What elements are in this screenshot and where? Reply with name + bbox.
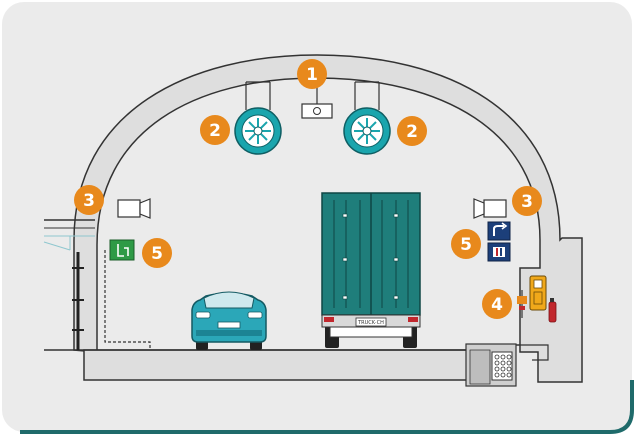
- truck-icon: TRUCK·CH: [321, 192, 421, 348]
- callout-emergency-sign-number: 5: [151, 244, 163, 264]
- callout-lighting: 1: [297, 59, 327, 89]
- callout-lighting-number: 1: [306, 65, 318, 85]
- callout-camera-left-number: 3: [83, 191, 95, 211]
- callout-fan-left: 2: [200, 115, 230, 145]
- callout-fan-right: 2: [397, 116, 427, 146]
- road-deck: [83, 349, 470, 381]
- emergency-station-icon: [517, 275, 557, 323]
- jet-fan-icon: [343, 81, 391, 155]
- drainage-line: [104, 250, 151, 352]
- panel-border-accent: [20, 380, 634, 434]
- ceiling-light-icon: [301, 78, 333, 119]
- cctv-camera-icon: [473, 198, 507, 219]
- left-side-structure: [43, 219, 95, 350]
- callout-traffic-signs: 5: [451, 229, 481, 259]
- callout-sos-station-number: 4: [491, 295, 503, 315]
- callout-camera-right-number: 3: [521, 192, 533, 212]
- callout-emergency-sign: 5: [142, 238, 172, 268]
- lane-signal-icon: [487, 221, 511, 262]
- jet-fan-icon: [234, 81, 282, 155]
- callout-fan-right-number: 2: [406, 122, 418, 142]
- emergency-exit-sign-icon: [109, 239, 135, 261]
- callout-sos-station: 4: [482, 289, 512, 319]
- cctv-camera-icon: [117, 198, 151, 219]
- callout-camera-left: 3: [74, 185, 104, 215]
- service-duct: [465, 343, 549, 387]
- truck-plate-text: TRUCK·CH: [357, 320, 384, 326]
- tunnel-vault: [73, 54, 583, 383]
- callout-camera-right: 3: [512, 186, 542, 216]
- callout-traffic-signs-number: 5: [460, 235, 472, 255]
- callout-fan-left-number: 2: [209, 121, 221, 141]
- car-icon: [191, 291, 267, 350]
